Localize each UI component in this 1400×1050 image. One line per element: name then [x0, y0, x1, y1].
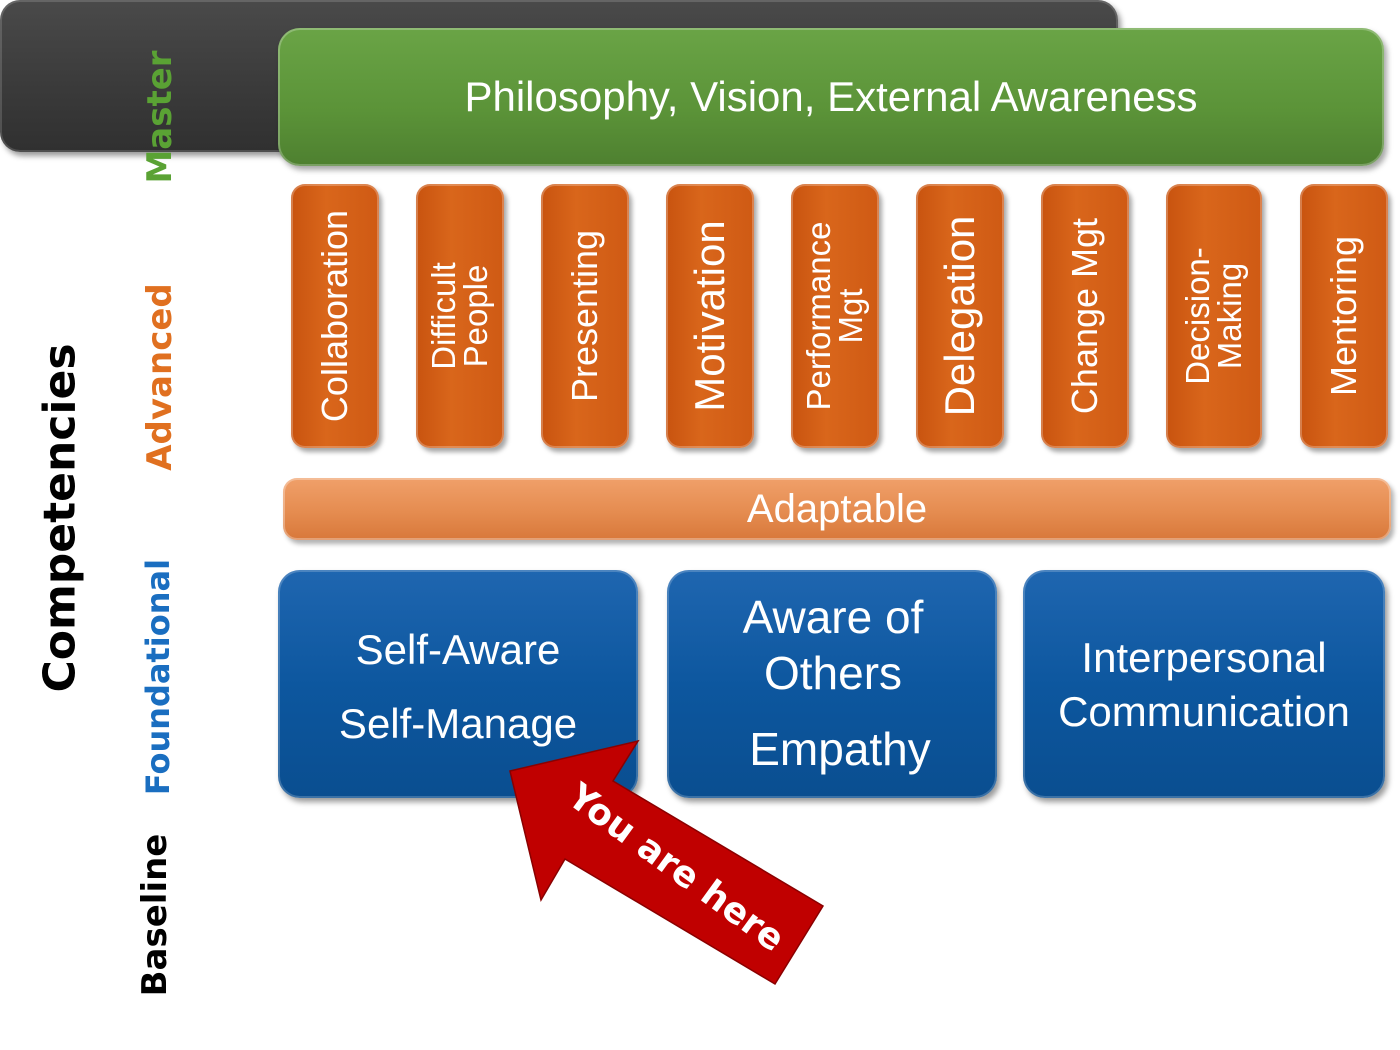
- pillar-collaboration: Collaboration: [291, 184, 379, 448]
- pillar-delegation: Delegation: [916, 184, 1004, 448]
- pillar-label: Collaboration: [314, 209, 355, 423]
- baseline-label: Probl: [446, 848, 540, 892]
- pillar-label-line2: People: [457, 264, 494, 368]
- foundational-label: Communication: [1058, 688, 1350, 735]
- level-label-advanced: Advanced: [140, 283, 180, 471]
- pillar-label: Presenting: [564, 229, 605, 403]
- baseline-label: Log: [646, 914, 713, 958]
- foundational-label: Aware of: [742, 591, 924, 643]
- pillar-performance-mgt: Performance Mgt: [791, 184, 879, 448]
- pillar-label: Performance: [800, 221, 837, 411]
- pillar-label: Change Mgt: [1064, 217, 1105, 415]
- adaptable-band-label: Adaptable: [746, 486, 928, 531]
- pillar-change-mgt: Change Mgt: [1041, 184, 1129, 448]
- pillar-presenting: Presenting: [541, 184, 629, 448]
- pillar-motivation: Motivation: [666, 184, 754, 448]
- foundational-box-interpersonal-communication: [1023, 570, 1385, 798]
- pillar-mentoring: Mentoring: [1300, 184, 1388, 448]
- foundational-label: Self-Aware: [355, 626, 561, 673]
- master-band: Philosophy, Vision, External Awareness: [278, 28, 1384, 166]
- level-label-baseline: Baseline: [135, 833, 175, 997]
- pillar-label-line2: Mgt: [832, 288, 869, 344]
- master-band-label: Philosophy, Vision, External Awareness: [464, 73, 1198, 120]
- pillar-decision-making: Decision- Making: [1166, 184, 1262, 448]
- foundational-label: Interpersonal: [1081, 634, 1327, 681]
- competencies-title: Competencies: [34, 343, 86, 693]
- baseline-label: Fact-based Analytical: [806, 848, 1187, 892]
- foundational-label: Self-Manage: [338, 700, 578, 747]
- pillar-difficult-people: Difficult People: [416, 184, 504, 448]
- foundational-label: Others: [763, 647, 903, 699]
- pillar-label: Mentoring: [1323, 235, 1364, 397]
- baseline-label: Detailed: [851, 914, 998, 958]
- foundational-label: Empathy: [749, 723, 931, 775]
- pillar-label: Difficult: [425, 262, 462, 370]
- pillar-label: Decision-: [1179, 247, 1216, 385]
- adaptable-band: Adaptable: [283, 478, 1391, 540]
- level-label-foundational: Foundational: [139, 558, 177, 796]
- pillar-label-line2: Making: [1211, 262, 1248, 370]
- pillar-label: Delegation: [936, 215, 983, 417]
- pillar-label: Motivation: [686, 220, 733, 412]
- foundational-box-self-aware: [278, 570, 638, 798]
- level-label-master: Master: [140, 50, 180, 184]
